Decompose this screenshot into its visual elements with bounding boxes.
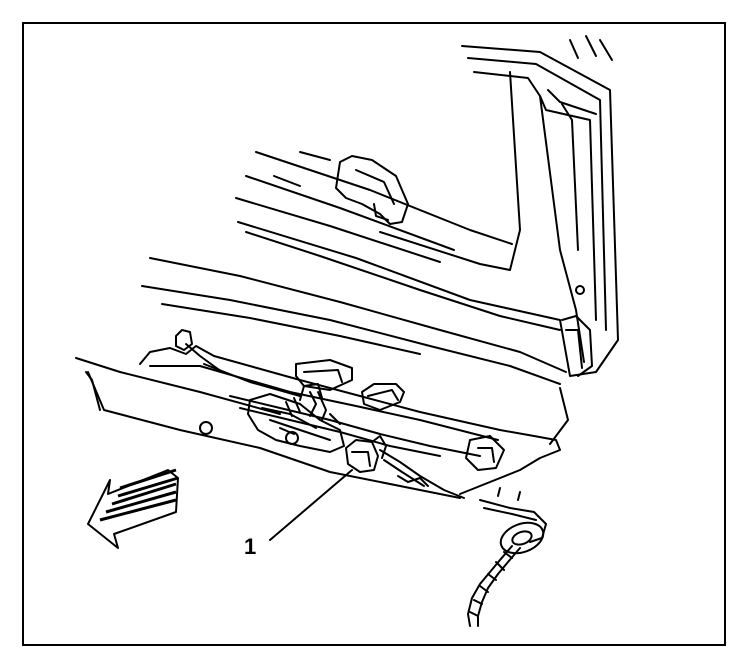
front-direction-arrow-icon: [87, 468, 179, 549]
motor-connector: [345, 435, 465, 499]
callout-label-1: 1: [244, 534, 257, 559]
hinge-bracket: [335, 155, 409, 225]
cowl-panel-lines: [141, 151, 567, 385]
fender-edge: [75, 357, 569, 501]
callout-leader-line: [269, 469, 353, 541]
diagram-frame: [22, 22, 726, 646]
windshield-frame: [237, 35, 619, 377]
wiper-linkage: [139, 329, 561, 495]
wiper-motor: [247, 383, 345, 453]
wiring-harness: [467, 499, 547, 627]
